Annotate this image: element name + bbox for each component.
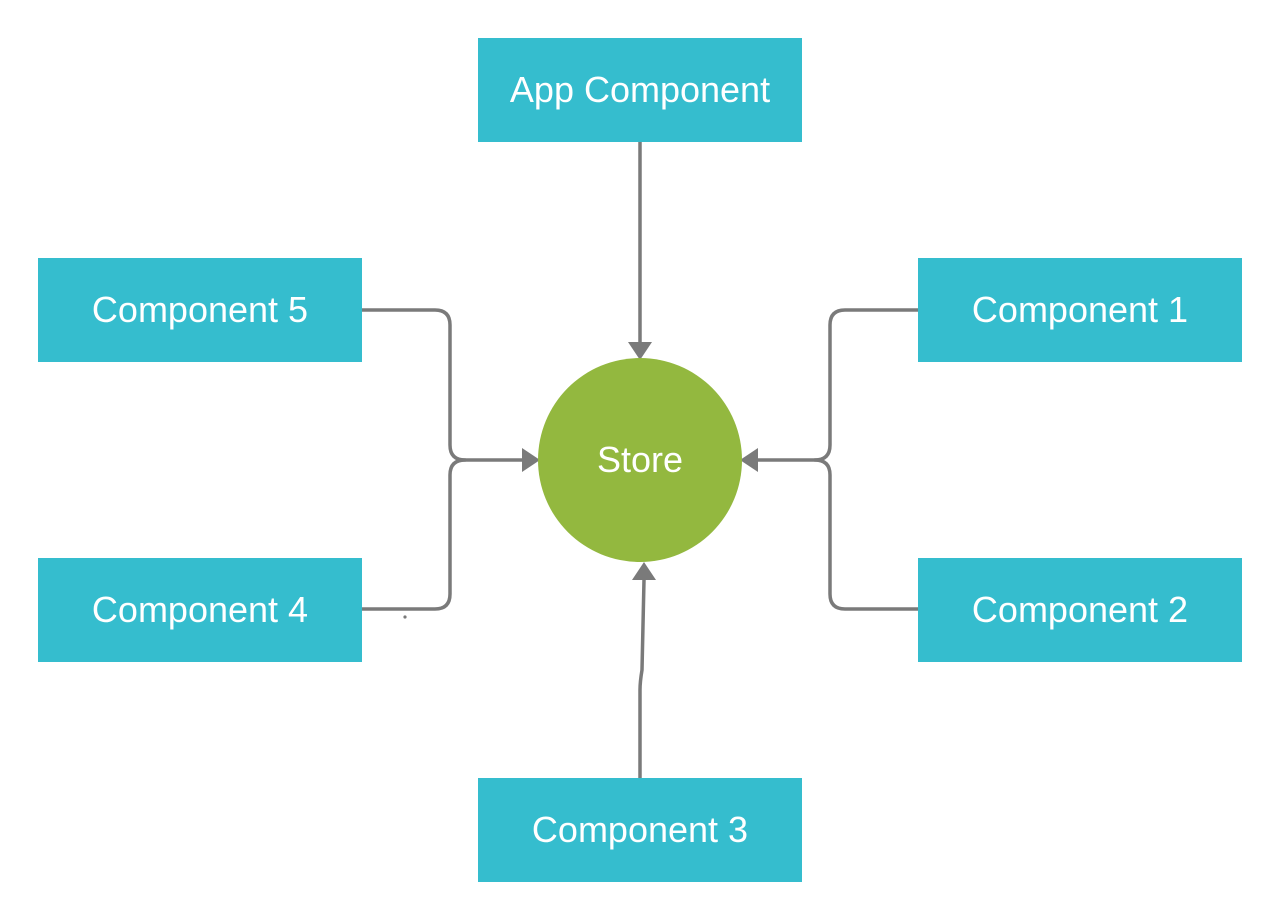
component-5-node[interactable]: Component 5 (38, 258, 362, 362)
component-2-node[interactable]: Component 2 (918, 558, 1242, 662)
component-4-node[interactable]: Component 4 (38, 558, 362, 662)
connector-component4-to-store (360, 458, 467, 611)
component-1-label: Component 1 (971, 289, 1189, 330)
arrowhead-bottom (632, 562, 656, 580)
arrowhead-right (740, 448, 758, 472)
component-4-label: Component 4 (91, 589, 309, 630)
component-5-label: Component 5 (91, 289, 309, 330)
stray-dot (403, 615, 407, 619)
connector-component5-to-store (360, 308, 524, 462)
store-node[interactable]: Store (538, 358, 742, 562)
component-3-label: Component 3 (531, 809, 749, 850)
connector-component2-to-store (813, 458, 920, 611)
app-component-node[interactable]: App Component (478, 38, 802, 142)
connector-component1-to-store (756, 308, 920, 462)
arrowhead-top (628, 342, 652, 360)
component-1-node[interactable]: Component 1 (918, 258, 1242, 362)
arrowhead-left (522, 448, 540, 472)
component-2-label: Component 2 (971, 589, 1189, 630)
app-component-label: App Component (509, 69, 771, 110)
component-3-node[interactable]: Component 3 (478, 778, 802, 882)
connector-component3-to-store (638, 578, 646, 780)
store-label: Store (596, 439, 684, 480)
